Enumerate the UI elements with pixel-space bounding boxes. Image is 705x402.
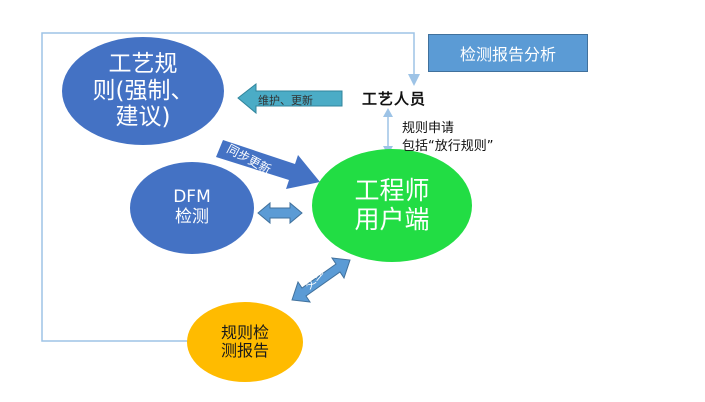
engineer-client-node: 工程师 用户端 bbox=[312, 149, 472, 262]
process-rules-node: 工艺规 则(强制、 建议) bbox=[62, 37, 224, 145]
craftsman-label: 工艺人员 bbox=[362, 90, 427, 108]
sync-update-arrow bbox=[216, 140, 320, 189]
dfm-engineer-arrow bbox=[257, 201, 303, 225]
maintain-update-arrow bbox=[237, 82, 343, 115]
maintain-update-label: 维护、更新 bbox=[258, 94, 313, 107]
feedback-loop-line bbox=[41, 32, 420, 342]
interact-arrow bbox=[291, 257, 351, 303]
rule-check-report-node: 规则检 测报告 bbox=[187, 302, 303, 382]
report-analysis-box: 检测报告分析 bbox=[428, 34, 588, 72]
rule-request-arrow-up bbox=[383, 108, 393, 117]
dfm-check-node: DFM 检测 bbox=[130, 162, 254, 254]
rule-request-label: 规则申请 包括“放行规则” bbox=[402, 121, 494, 154]
